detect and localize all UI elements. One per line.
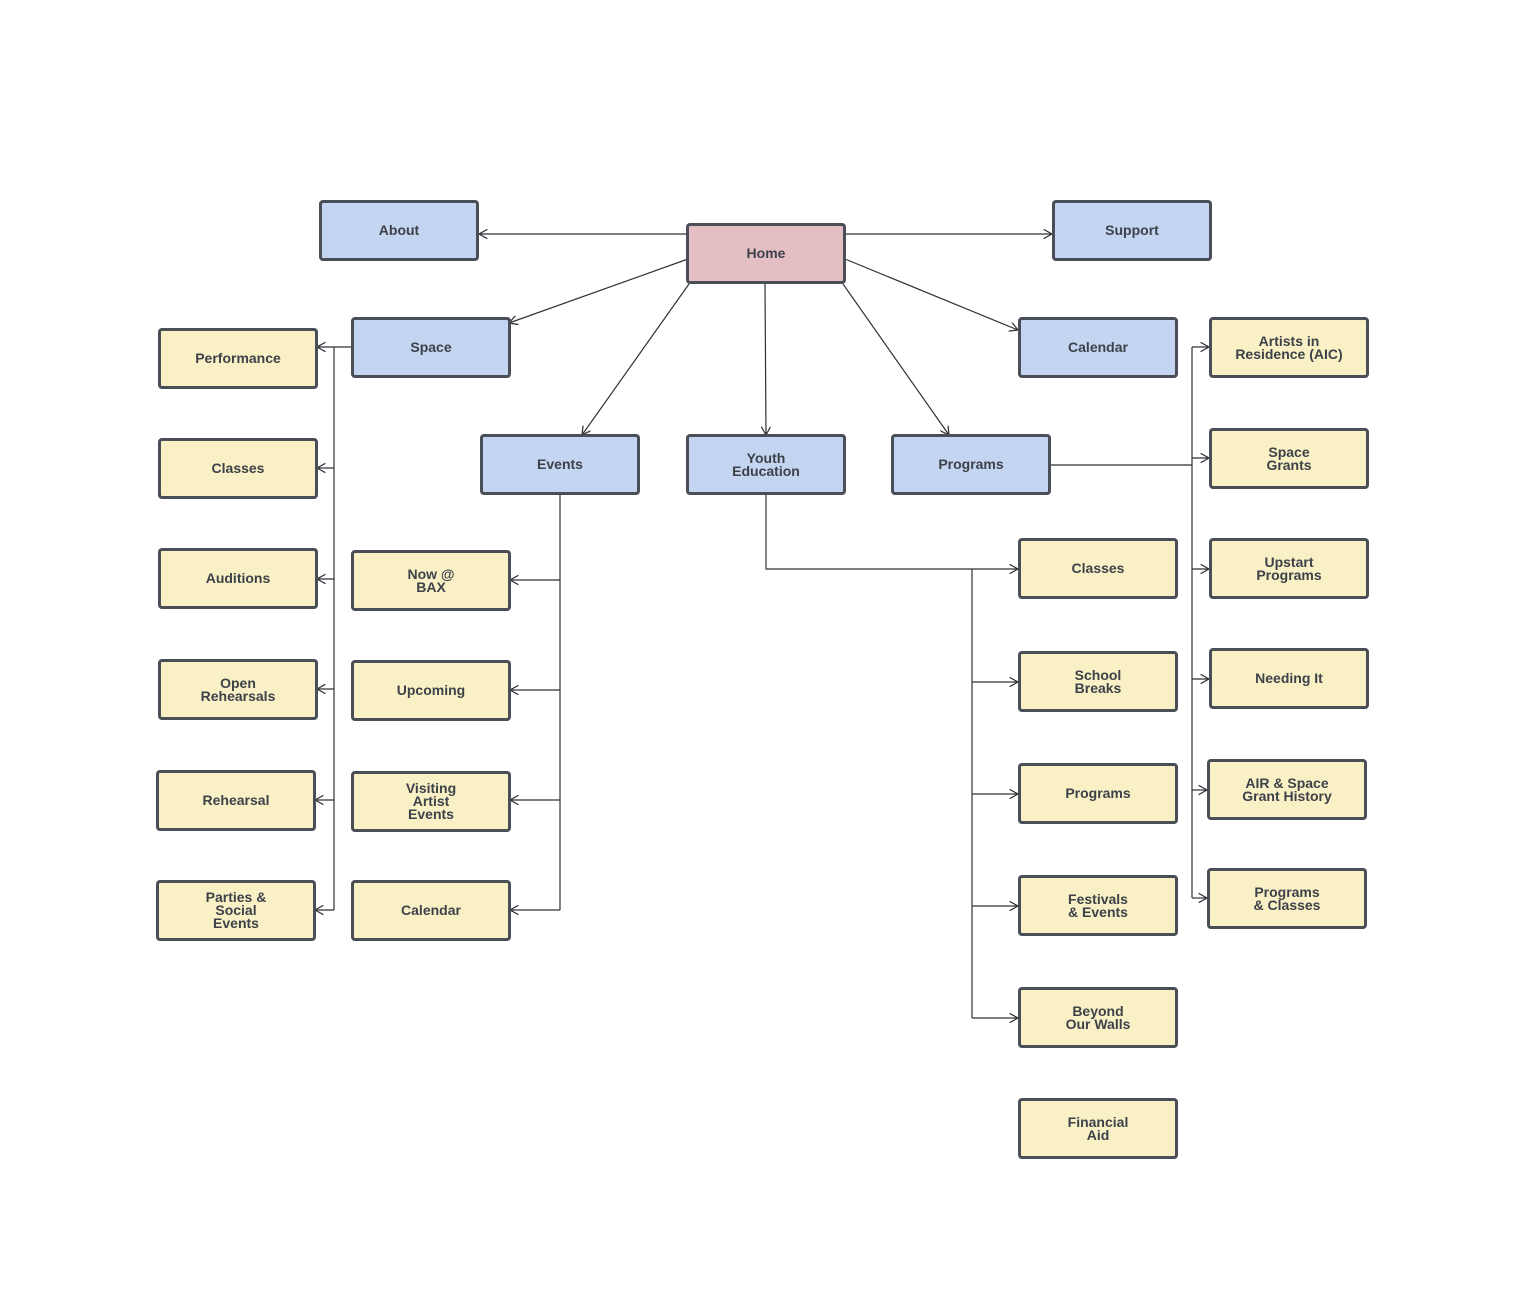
node-space-performance: Performance [158, 328, 318, 389]
node-about: About [319, 200, 479, 261]
node-support: Support [1052, 200, 1212, 261]
node-home: Home [686, 223, 846, 284]
node-youth-financial-aid: Financial Aid [1018, 1098, 1178, 1159]
node-calendar: Calendar [1018, 317, 1178, 378]
node-space-classes: Classes [158, 438, 318, 499]
connector-home-events [582, 283, 690, 435]
node-space-parties: Parties & Social Events [156, 880, 316, 941]
node-youth-school-breaks: School Breaks [1018, 651, 1178, 712]
node-youth-festivals: Festivals & Events [1018, 875, 1178, 936]
node-programs: Programs [891, 434, 1051, 495]
node-youth-classes: Classes [1018, 538, 1178, 599]
node-space-auditions: Auditions [158, 548, 318, 609]
node-events-now-at-bax: Now @ BAX [351, 550, 511, 611]
node-space: Space [351, 317, 511, 378]
node-programs-grant-history: AIR & Space Grant History [1207, 759, 1367, 820]
connector-home-youth [765, 283, 766, 435]
node-youth-education: Youth Education [686, 434, 846, 495]
node-space-open-rehearsals: Open Rehearsals [158, 659, 318, 720]
connector-home-space [509, 258, 689, 323]
node-programs-classes: Programs & Classes [1207, 868, 1367, 929]
node-programs-space-grants: Space Grants [1209, 428, 1369, 489]
node-programs-aic: Artists in Residence (AIC) [1209, 317, 1369, 378]
connector-youth-trunk [765, 495, 972, 570]
node-events-calendar: Calendar [351, 880, 511, 941]
node-events-upcoming: Upcoming [351, 660, 511, 721]
node-events: Events [480, 434, 640, 495]
connector-home-programs [842, 283, 949, 435]
node-youth-beyond-our-walls: Beyond Our Walls [1018, 987, 1178, 1048]
connector-home-calendar [844, 258, 1018, 330]
node-youth-programs: Programs [1018, 763, 1178, 824]
node-programs-upstart: Upstart Programs [1209, 538, 1369, 599]
node-space-rehearsal: Rehearsal [156, 770, 316, 831]
node-events-visiting-artist: Visiting Artist Events [351, 771, 511, 832]
node-programs-needing-it: Needing It [1209, 648, 1369, 709]
